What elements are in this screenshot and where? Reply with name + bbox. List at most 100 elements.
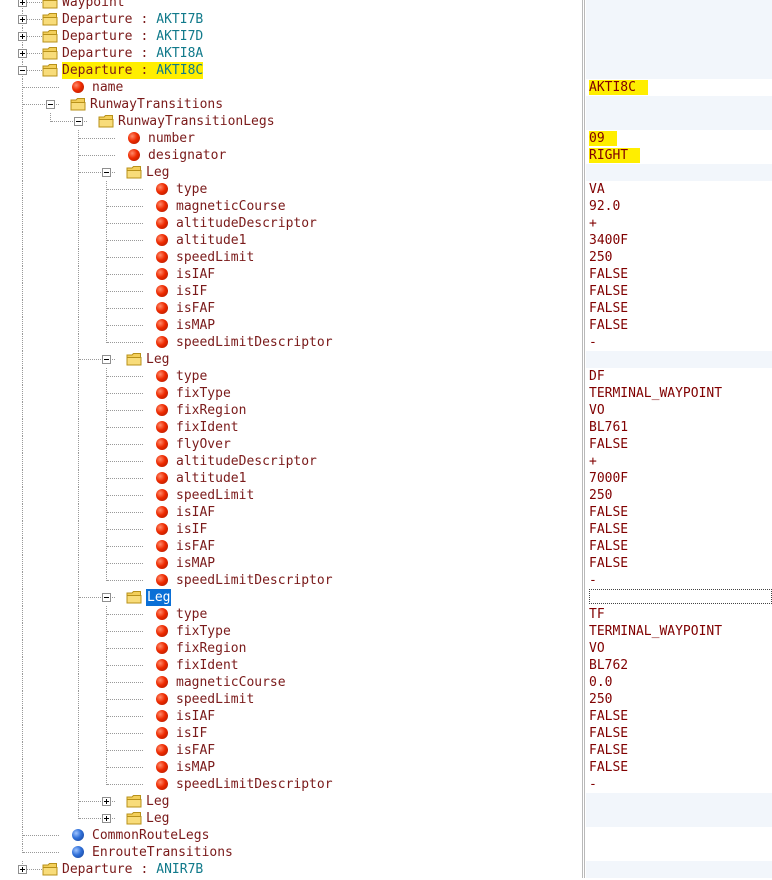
tree-node[interactable]: fixIdent	[0, 657, 582, 674]
tree-node[interactable]: Departure:ANIR7B	[0, 861, 582, 878]
tree-node[interactable]: Leg	[0, 793, 582, 810]
tree-node-label[interactable]: isMAP	[176, 555, 215, 572]
tree-node-label[interactable]: isIAF	[176, 266, 215, 283]
tree-node[interactable]: type	[0, 368, 582, 385]
tree-node[interactable]: RunwayTransitions	[0, 96, 582, 113]
tree-node-label[interactable]: Departure:AKTI8C	[62, 62, 204, 79]
tree-node-label[interactable]: isIF	[176, 283, 207, 300]
tree-node[interactable]: altitudeDescriptor	[0, 215, 582, 232]
tree-node-label[interactable]: EnrouteTransitions	[92, 844, 233, 861]
tree-node-label[interactable]: altitudeDescriptor	[176, 453, 317, 470]
tree-node[interactable]: Departure:AKTI8A	[0, 45, 582, 62]
tree-node-label[interactable]: Departure:ANIR7B	[62, 861, 203, 878]
tree-node[interactable]: fixType	[0, 385, 582, 402]
tree-node-label[interactable]: Leg	[146, 164, 169, 181]
tree-node-label[interactable]: isFAF	[176, 300, 215, 317]
value-cell[interactable]: 3400F	[586, 232, 772, 249]
tree-node[interactable]: isIAF	[0, 708, 582, 725]
expand-icon[interactable]	[18, 865, 27, 874]
tree-node-label[interactable]: name	[92, 79, 123, 96]
tree-node-label[interactable]: speedLimit	[176, 249, 254, 266]
value-cell[interactable]: 09	[586, 130, 772, 147]
value-cell[interactable]: RIGHT	[586, 147, 772, 164]
tree-node[interactable]: flyOver	[0, 436, 582, 453]
tree-node[interactable]: Leg	[0, 589, 582, 606]
tree-node[interactable]: isIF	[0, 725, 582, 742]
tree-node[interactable]: Departure:AKTI7D	[0, 28, 582, 45]
tree-node[interactable]: speedLimitDescriptor	[0, 776, 582, 793]
tree-node[interactable]: number	[0, 130, 582, 147]
value-cell[interactable]: FALSE	[586, 266, 772, 283]
collapse-icon[interactable]	[18, 66, 27, 75]
tree-node[interactable]: isFAF	[0, 300, 582, 317]
value-cell[interactable]: FALSE	[586, 300, 772, 317]
tree-node-label[interactable]: RunwayTransitionLegs	[118, 113, 275, 130]
tree-node-label[interactable]: magneticCourse	[176, 198, 286, 215]
tree-node-label[interactable]: fixRegion	[176, 640, 246, 657]
tree-node-label[interactable]: fixType	[176, 385, 231, 402]
tree-node-label[interactable]: Departure:AKTI7D	[62, 28, 203, 45]
tree-node[interactable]: magneticCourse	[0, 674, 582, 691]
value-cell[interactable]: 250	[586, 691, 772, 708]
value-cell[interactable]: 0.0	[586, 674, 772, 691]
value-cell[interactable]: +	[586, 215, 772, 232]
value-cell[interactable]: FALSE	[586, 555, 772, 572]
tree-node-label[interactable]: isFAF	[176, 538, 215, 555]
value-cell[interactable]: -	[586, 776, 772, 793]
tree-node[interactable]: magneticCourse	[0, 198, 582, 215]
value-cell[interactable]: TERMINAL_WAYPOINT	[586, 385, 772, 402]
tree-node[interactable]: speedLimitDescriptor	[0, 334, 582, 351]
tree-node[interactable]: isFAF	[0, 538, 582, 555]
collapse-icon[interactable]	[46, 100, 55, 109]
value-cell[interactable]: -	[586, 334, 772, 351]
collapse-icon[interactable]	[102, 168, 111, 177]
tree-node[interactable]: isIF	[0, 521, 582, 538]
collapse-icon[interactable]	[102, 355, 111, 364]
collapse-icon[interactable]	[74, 117, 83, 126]
value-cell[interactable]: VO	[586, 640, 772, 657]
tree-node-label[interactable]: altitude1	[176, 232, 246, 249]
tree-node-label[interactable]: Leg	[146, 589, 172, 606]
value-cell[interactable]: FALSE	[586, 759, 772, 776]
value-cell[interactable]: FALSE	[586, 742, 772, 759]
tree-node[interactable]: Waypoint	[0, 0, 582, 11]
tree-node[interactable]: fixRegion	[0, 402, 582, 419]
tree-node-label[interactable]: Leg	[146, 810, 169, 827]
tree-node[interactable]: RunwayTransitionLegs	[0, 113, 582, 130]
value-cell[interactable]: FALSE	[586, 521, 772, 538]
tree-node-label[interactable]: fixIdent	[176, 419, 239, 436]
tree-node-label[interactable]: Waypoint	[62, 0, 125, 11]
tree-node-label[interactable]: speedLimitDescriptor	[176, 776, 333, 793]
value-cell[interactable]: -	[586, 572, 772, 589]
expand-icon[interactable]	[102, 814, 111, 823]
tree-node[interactable]: Leg	[0, 351, 582, 368]
tree-node[interactable]: fixRegion	[0, 640, 582, 657]
value-cell[interactable]: DF	[586, 368, 772, 385]
tree-node-label[interactable]: isIAF	[176, 708, 215, 725]
value-cell[interactable]: 92.0	[586, 198, 772, 215]
tree-node[interactable]: isIAF	[0, 504, 582, 521]
value-cell[interactable]: BL761	[586, 419, 772, 436]
column-splitter[interactable]	[582, 0, 585, 878]
collapse-icon[interactable]	[102, 593, 111, 602]
value-cell[interactable]: TF	[586, 606, 772, 623]
value-cell[interactable]: FALSE	[586, 725, 772, 742]
tree-node-label[interactable]: type	[176, 606, 207, 623]
tree-node-label[interactable]: altitudeDescriptor	[176, 215, 317, 232]
value-cell[interactable]: FALSE	[586, 283, 772, 300]
tree-node-label[interactable]: speedLimitDescriptor	[176, 334, 333, 351]
tree-node-label[interactable]: designator	[148, 147, 226, 164]
value-cell[interactable]: AKTI8C	[586, 79, 772, 96]
value-cell[interactable]: FALSE	[586, 436, 772, 453]
value-cell[interactable]: FALSE	[586, 708, 772, 725]
tree-node[interactable]: isIF	[0, 283, 582, 300]
value-cell[interactable]: 250	[586, 249, 772, 266]
tree-node[interactable]: Departure:AKTI8C	[0, 62, 582, 79]
expand-icon[interactable]	[18, 32, 27, 41]
tree-node[interactable]: designator	[0, 147, 582, 164]
tree-node[interactable]: altitudeDescriptor	[0, 453, 582, 470]
tree-node[interactable]: fixType	[0, 623, 582, 640]
tree-node-label[interactable]: isMAP	[176, 317, 215, 334]
tree-node-label[interactable]: speedLimit	[176, 691, 254, 708]
